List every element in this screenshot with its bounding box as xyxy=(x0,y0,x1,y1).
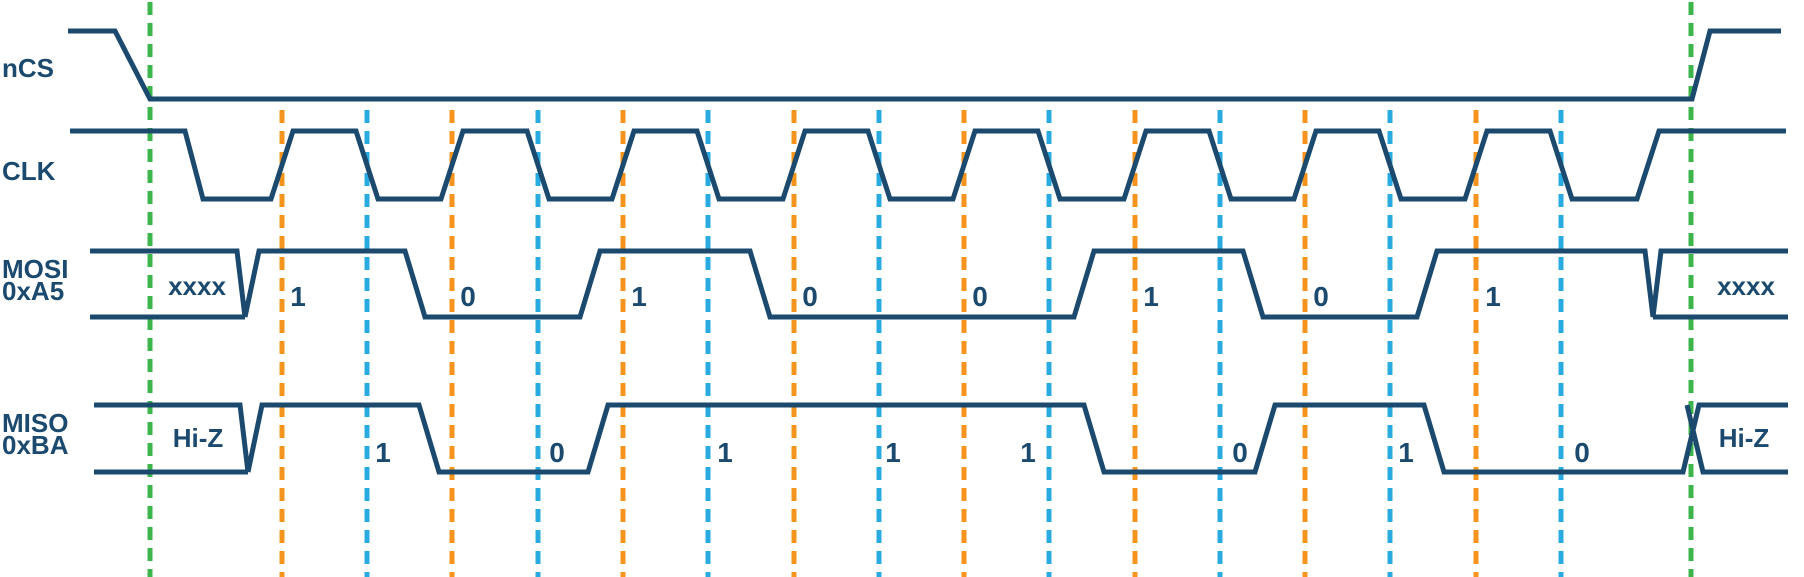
signal-label-miso: MISO xyxy=(2,408,68,438)
signal-label-ncs: nCS xyxy=(2,53,54,83)
miso-bit-label: 1 xyxy=(717,437,733,468)
mosi-bit-label: 0 xyxy=(1313,281,1329,312)
mosi-bit-label: 0 xyxy=(460,281,476,312)
mosi-waveform xyxy=(90,248,1788,320)
miso-bit-label: 0 xyxy=(549,437,565,468)
signal-value-label-mosi: 0xA5 xyxy=(2,276,64,306)
miso-bit-label: 0 xyxy=(1232,437,1248,468)
mosi-undefined-label-right: xxxx xyxy=(1717,271,1775,301)
miso-undefined-label-left: Hi-Z xyxy=(173,423,224,453)
miso-bit-label: 1 xyxy=(1020,437,1036,468)
miso-bit-label: 1 xyxy=(1398,437,1414,468)
mosi-bit-label: 1 xyxy=(1143,281,1159,312)
mosi-undefined-label-left: xxxx xyxy=(168,271,226,301)
mosi-bit-label: 1 xyxy=(1485,281,1501,312)
signal-label-clk: CLK xyxy=(2,156,56,186)
mosi-bit-label: 0 xyxy=(802,281,818,312)
clk-waveform xyxy=(70,128,1786,202)
miso-undefined-label-right: Hi-Z xyxy=(1719,423,1770,453)
signal-label-mosi: MOSI xyxy=(2,254,68,284)
signal-value-label-miso: 0xBA xyxy=(2,430,69,460)
miso-waveform xyxy=(94,402,1788,475)
mosi-bit-label: 1 xyxy=(631,281,647,312)
miso-bit-label: 1 xyxy=(375,437,391,468)
mosi-bit-label: 0 xyxy=(972,281,988,312)
mosi-bit-label: 1 xyxy=(290,281,306,312)
miso-bit-label: 0 xyxy=(1574,437,1590,468)
miso-bit-label: 1 xyxy=(885,437,901,468)
ncs-waveform xyxy=(68,28,1781,102)
